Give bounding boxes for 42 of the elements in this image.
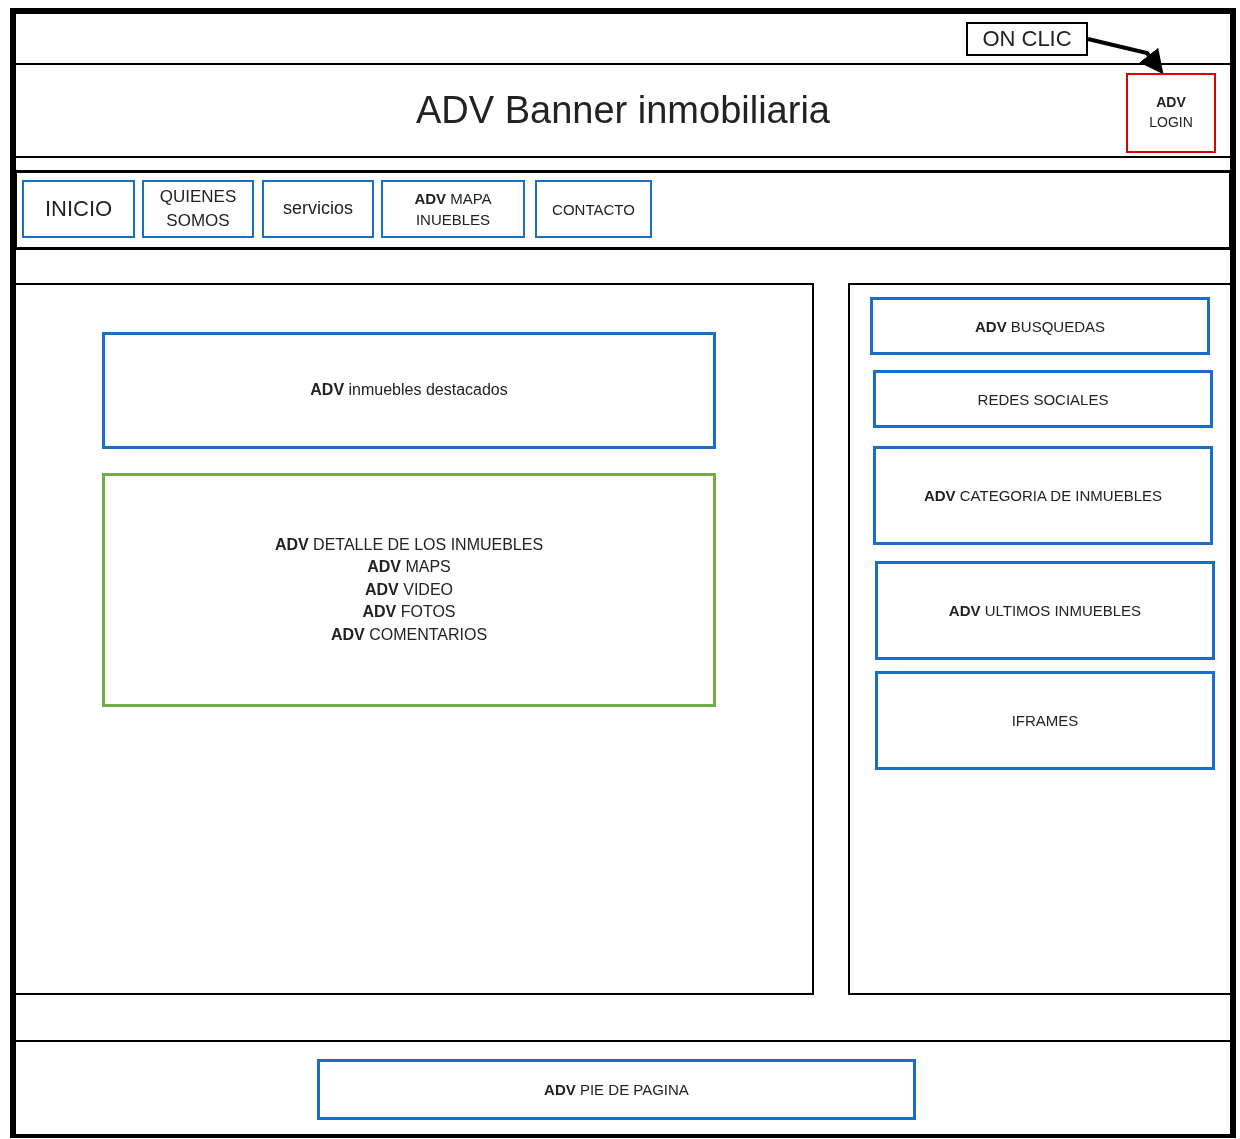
module-label: ADV CATEGORIA DE INMUEBLES: [923, 486, 1163, 506]
sidebar-module-box: [870, 297, 1210, 355]
on-click-box: [966, 22, 1088, 56]
banner-heading: ADV Banner inmobiliaria: [416, 87, 830, 133]
module-label: QUIENES SOMOS: [158, 186, 238, 232]
menu-item: [22, 180, 135, 238]
module-label: ADV DETALLE DE LOS INMUEBLES: [274, 535, 544, 555]
module-label: ADV COMENTARIOS: [330, 624, 488, 645]
sidebar-module-box: [875, 561, 1215, 660]
sidebar-panel: [848, 283, 1232, 995]
module-label: servicios: [283, 197, 353, 221]
module-label: ADV MAPS: [367, 557, 451, 578]
module-label: ADV MAPA INUEBLES: [413, 189, 493, 230]
module-label: ADV ULTIMOS INMUEBLES: [948, 601, 1142, 621]
nav-band: [14, 170, 1232, 250]
menu-item: [142, 180, 254, 238]
menu-item: [262, 180, 374, 238]
sidebar-module-box: [873, 370, 1213, 428]
action-label: ON CLIC: [982, 24, 1072, 53]
module-label: ADV BUSQUEDAS: [975, 316, 1105, 337]
module-label: ADV LOGIN: [1148, 93, 1194, 132]
content-module-box: [102, 473, 716, 707]
footer-module-box: [317, 1059, 916, 1120]
module-label: ADV PIE DE PAGINA: [544, 1080, 689, 1100]
module-label: CONTACTO: [552, 199, 635, 220]
menu-item: [381, 180, 525, 238]
arrow: [1087, 37, 1164, 75]
sidebar-module-box: [873, 446, 1213, 545]
login-box: [1126, 73, 1216, 153]
module-label: ADV VIDEO: [365, 579, 453, 600]
module-label: ADV FOTOS: [362, 602, 456, 623]
footer-band: [14, 1040, 1232, 1136]
module-label: IFRAMES: [1011, 711, 1079, 731]
main-content-panel: [14, 283, 814, 995]
header-band: [14, 63, 1232, 158]
sidebar-module-box: [875, 671, 1215, 770]
page-frame: [10, 8, 1236, 1138]
menu-item: [535, 180, 652, 238]
module-label: ADV inmuebles destacados: [310, 380, 508, 401]
module-label: REDES SOCIALES: [977, 389, 1109, 410]
module-label: INICIO: [44, 194, 113, 223]
content-module-box: [102, 332, 716, 449]
